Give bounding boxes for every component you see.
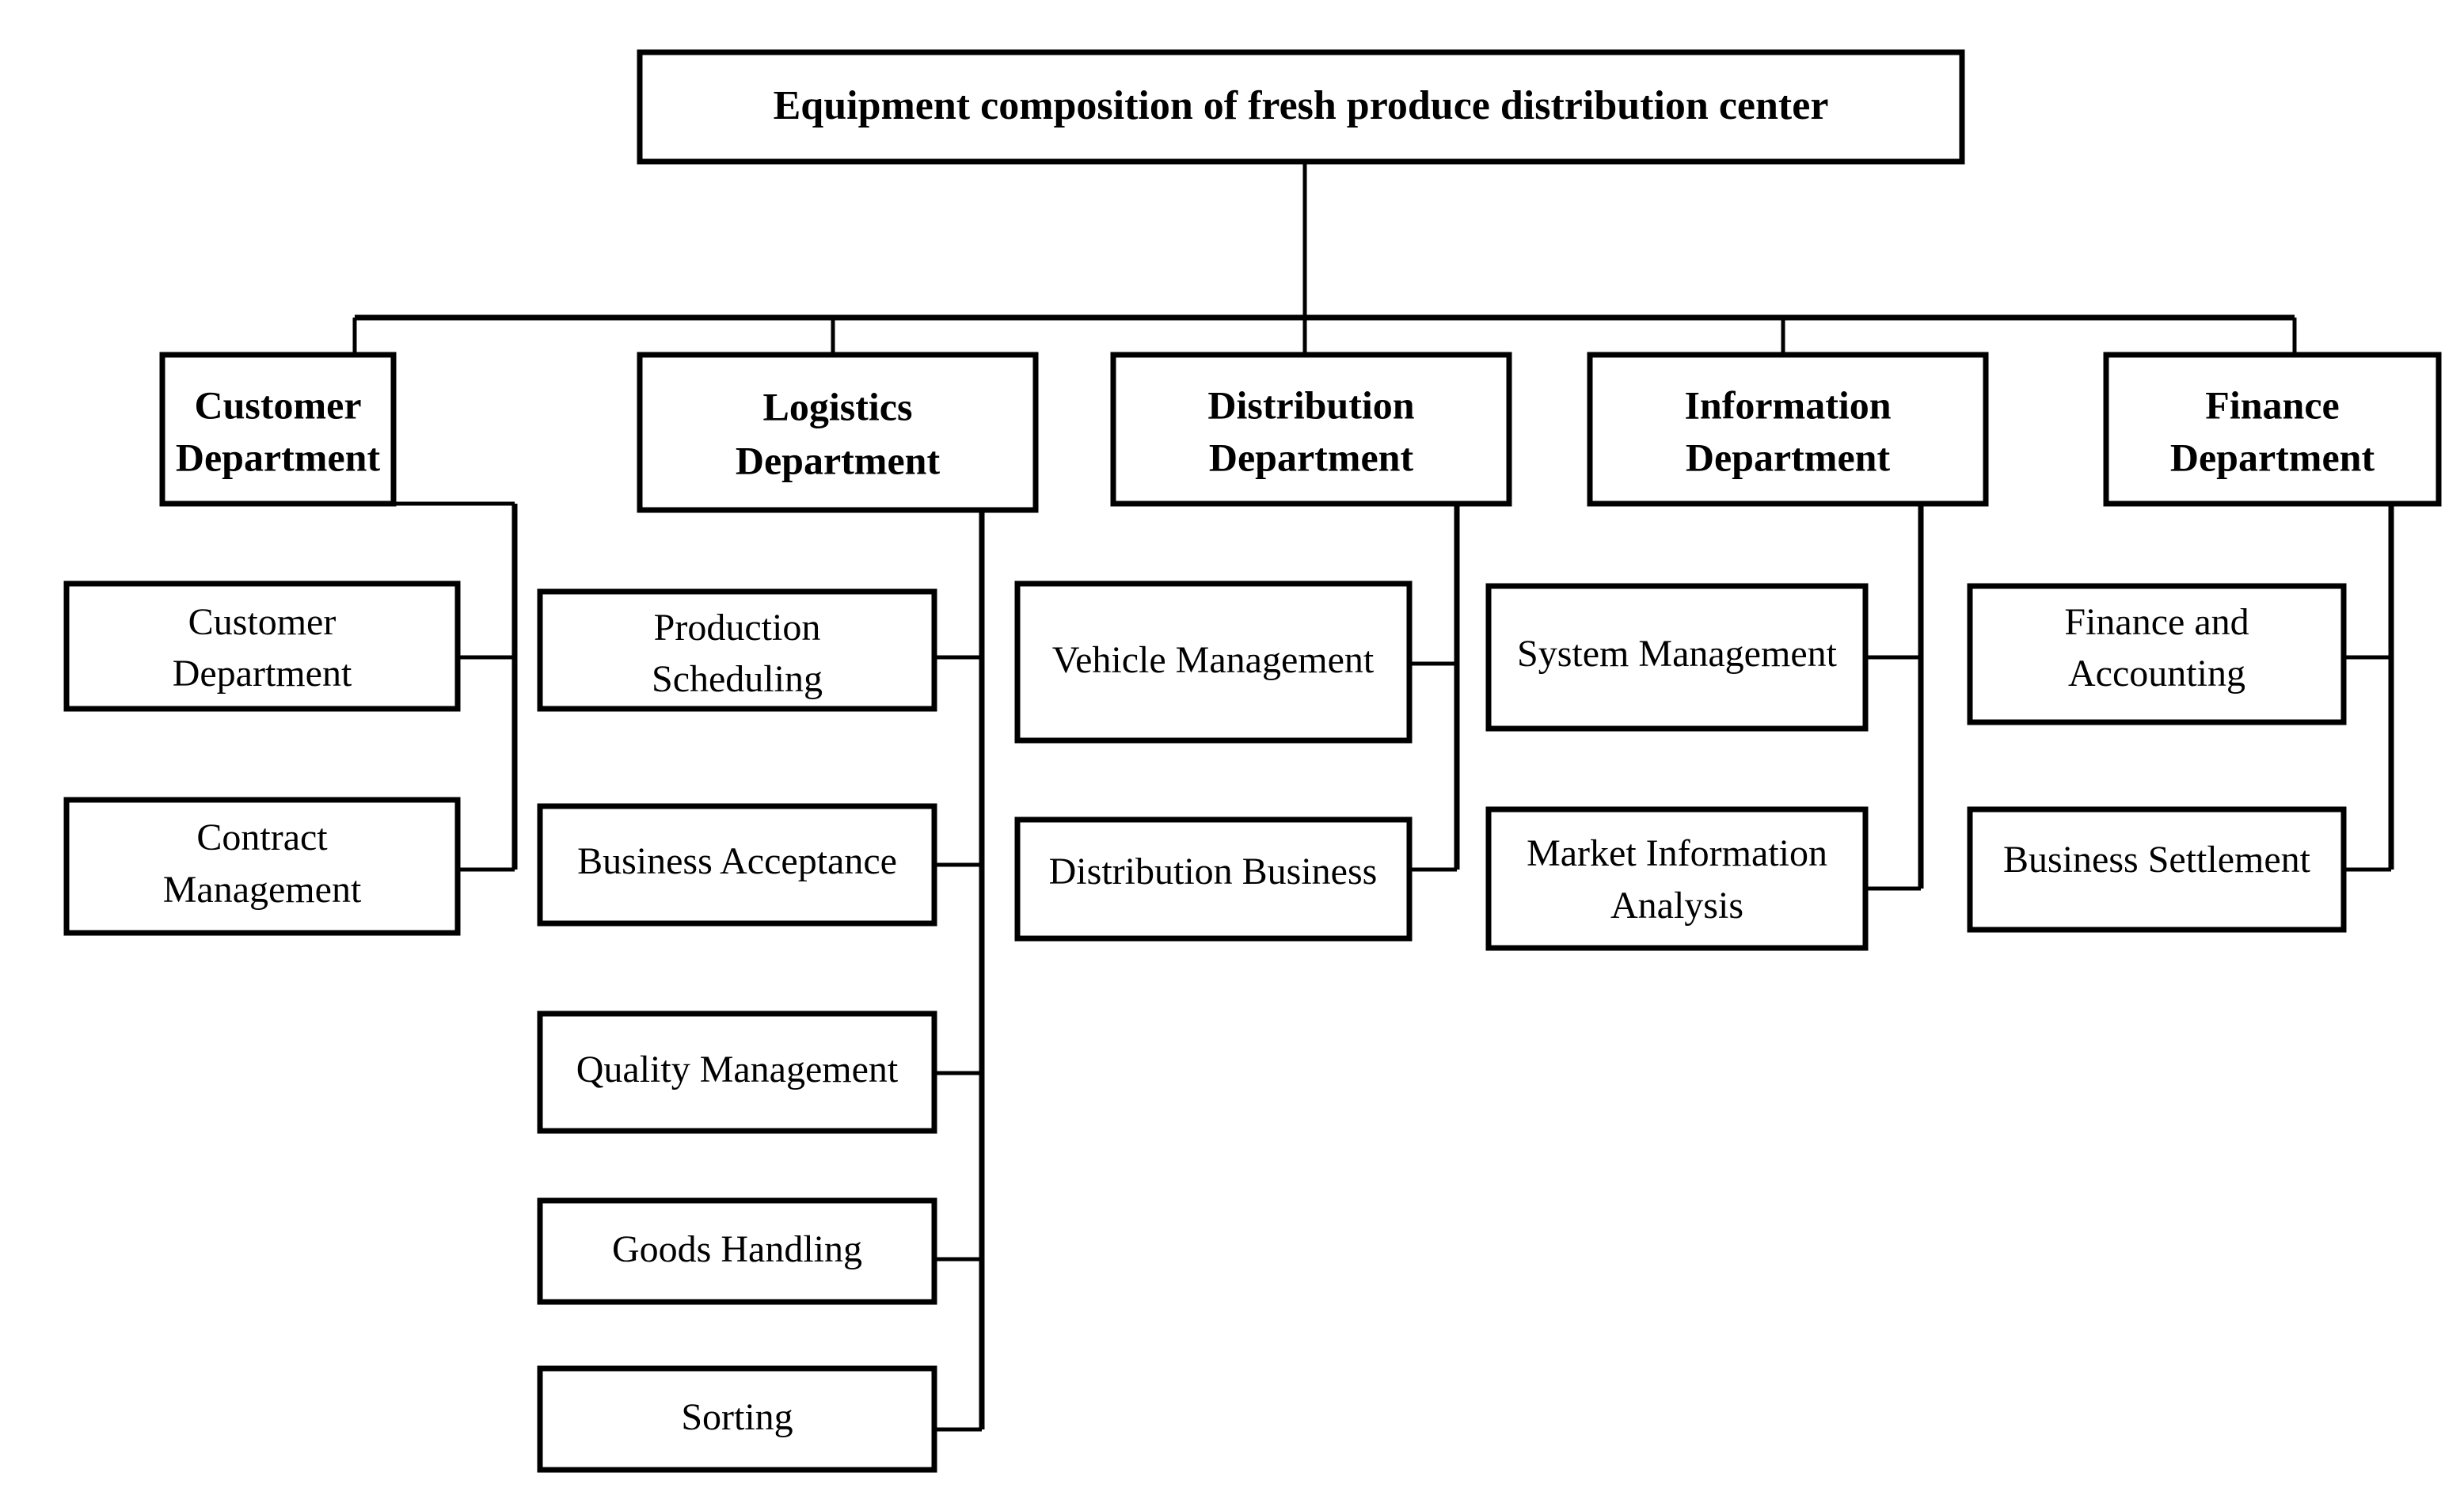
leaf-label-information-1-line2: Analysis	[1610, 885, 1743, 927]
leaf-label-logistics-4-line1: Sorting	[681, 1396, 793, 1438]
spine-customer	[394, 501, 518, 872]
leaf-label-logistics-2-line1: Quality Management	[576, 1049, 899, 1090]
leaf-label-logistics-1-line1: Business Acceptance	[577, 840, 897, 882]
leaf-box-information-0[interactable]	[1485, 583, 1869, 732]
leaf-node-logistics-2[interactable]: Quality Management	[537, 1011, 937, 1134]
leaf-label-finance-1-line1: Business Settlement	[2003, 839, 2311, 881]
root-node-label: Equipment composition of fresh produce d…	[774, 83, 1829, 128]
department-node-finance[interactable]: Finance Department	[2103, 352, 2442, 507]
department-box-customer[interactable]	[159, 352, 397, 507]
department-label-customer-line2: Department	[176, 435, 381, 479]
leaf-box-information-1[interactable]	[1485, 806, 1869, 951]
leaf-node-distribution-0[interactable]: Vehicle Management	[1014, 580, 1413, 744]
leaf-box-distribution-1[interactable]	[1014, 816, 1413, 942]
leaf-node-logistics-0[interactable]: Production Scheduling	[537, 588, 937, 712]
department-label-customer-line1: Customer	[194, 383, 361, 427]
department-label-distribution-line1: Distribution	[1207, 383, 1414, 427]
department-label-information-line2: Department	[1686, 435, 1891, 479]
leaf-box-logistics-3[interactable]	[537, 1197, 937, 1305]
department-box-finance[interactable]	[2103, 352, 2442, 507]
leaf-label-customer-1-line2: Management	[163, 869, 362, 911]
leaf-label-customer-1-line1: Contract	[196, 816, 328, 858]
leaf-node-logistics-4[interactable]: Sorting	[537, 1365, 937, 1473]
spine-logistics	[934, 510, 985, 1432]
department-label-finance-line1: Finance	[2205, 383, 2339, 427]
department-node-logistics[interactable]: Logistics Department	[637, 352, 1039, 513]
leaf-box-distribution-0[interactable]	[1014, 580, 1413, 744]
leaf-node-information-0[interactable]: System Management	[1485, 583, 1869, 732]
leaf-label-distribution-1-line1: Distribution Business	[1049, 851, 1378, 893]
department-label-logistics-line1: Logistics	[763, 384, 913, 428]
leaf-node-finance-1[interactable]: Business Settlement	[1967, 806, 2347, 933]
spine-information	[1865, 504, 1924, 891]
leaf-box-logistics-2[interactable]	[537, 1011, 937, 1134]
department-node-customer[interactable]: Customer Department	[159, 352, 397, 507]
leaf-box-customer-1[interactable]	[63, 797, 461, 936]
root-node: Equipment composition of fresh produce d…	[637, 49, 1965, 165]
leaf-label-logistics-3-line1: Goods Handling	[612, 1228, 862, 1270]
department-label-logistics-line2: Department	[736, 438, 941, 482]
leaf-node-logistics-1[interactable]: Business Acceptance	[537, 803, 937, 927]
root-node-box	[637, 49, 1965, 165]
spine-distribution	[1409, 504, 1460, 872]
department-bus-connector	[352, 314, 2297, 355]
department-label-information-line1: Information	[1684, 383, 1891, 427]
leaf-box-logistics-1[interactable]	[537, 803, 937, 927]
department-box-distribution[interactable]	[1110, 352, 1512, 507]
department-label-distribution-line2: Department	[1209, 435, 1414, 479]
leaf-node-information-1[interactable]: Market Information Analysis	[1485, 806, 1869, 951]
leaf-label-information-1-line1: Market Information	[1527, 832, 1827, 874]
leaf-box-finance-1[interactable]	[1967, 806, 2347, 933]
leaf-label-logistics-0-line2: Scheduling	[652, 658, 823, 700]
leaf-box-logistics-0[interactable]	[537, 588, 937, 712]
department-node-information[interactable]: Information Department	[1587, 352, 1989, 507]
leaf-label-customer-0-line1: Customer	[188, 601, 337, 643]
leaf-node-customer-0[interactable]: Customer Department	[63, 580, 461, 712]
leaf-node-logistics-3[interactable]: Goods Handling	[537, 1197, 937, 1305]
leaf-label-information-0-line1: System Management	[1517, 633, 1838, 675]
leaf-label-distribution-0-line1: Vehicle Management	[1052, 639, 1375, 681]
spine-finance	[2344, 504, 2394, 872]
leaf-box-finance-0[interactable]	[1967, 583, 2347, 725]
leaf-node-customer-1[interactable]: Contract Management	[63, 797, 461, 936]
department-label-finance-line2: Department	[2170, 435, 2375, 479]
leaf-box-logistics-4[interactable]	[537, 1365, 937, 1473]
leaf-label-finance-0-line2: Accounting	[2068, 653, 2245, 695]
department-node-distribution[interactable]: Distribution Department	[1110, 352, 1512, 507]
leaf-node-finance-0[interactable]: Finance and Accounting	[1967, 583, 2347, 725]
leaf-label-customer-0-line2: Department	[173, 653, 352, 695]
leaf-label-logistics-0-line1: Production	[654, 607, 821, 649]
department-box-logistics[interactable]	[637, 352, 1039, 513]
department-box-information[interactable]	[1587, 352, 1989, 507]
leaf-node-distribution-1[interactable]: Distribution Business	[1014, 816, 1413, 942]
leaf-label-finance-0-line1: Finance and	[2064, 601, 2249, 643]
leaf-box-customer-0[interactable]	[63, 580, 461, 712]
